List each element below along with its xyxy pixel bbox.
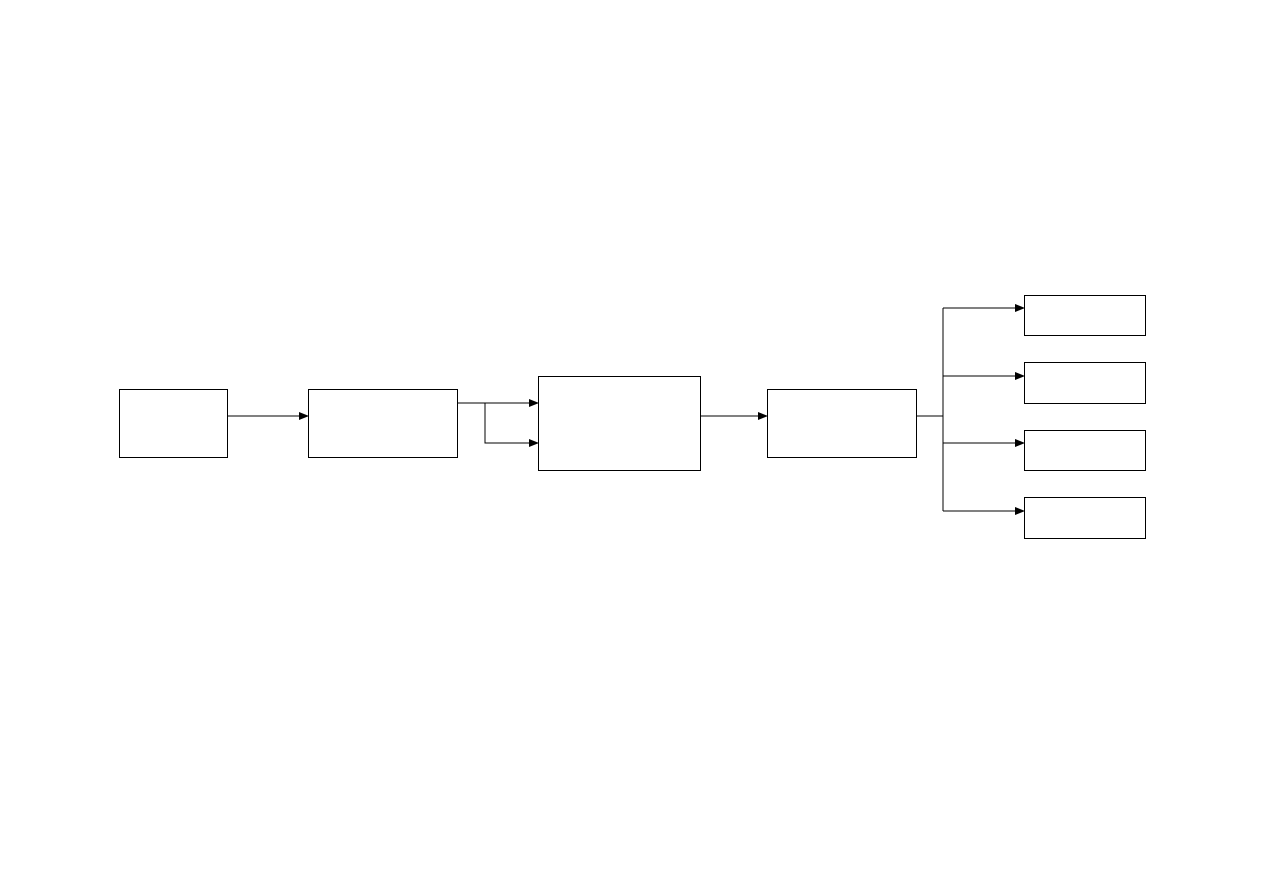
node-stage-3 bbox=[767, 389, 917, 458]
edge-stage-1-to-stage-2-lower bbox=[484, 403, 539, 447]
node-output-1 bbox=[1024, 295, 1146, 336]
node-output-3 bbox=[1024, 430, 1146, 471]
node-output-2 bbox=[1024, 362, 1146, 404]
node-stage-2 bbox=[538, 376, 701, 471]
node-output-4 bbox=[1024, 497, 1146, 539]
node-stage-1 bbox=[308, 389, 458, 458]
node-input bbox=[119, 389, 228, 458]
